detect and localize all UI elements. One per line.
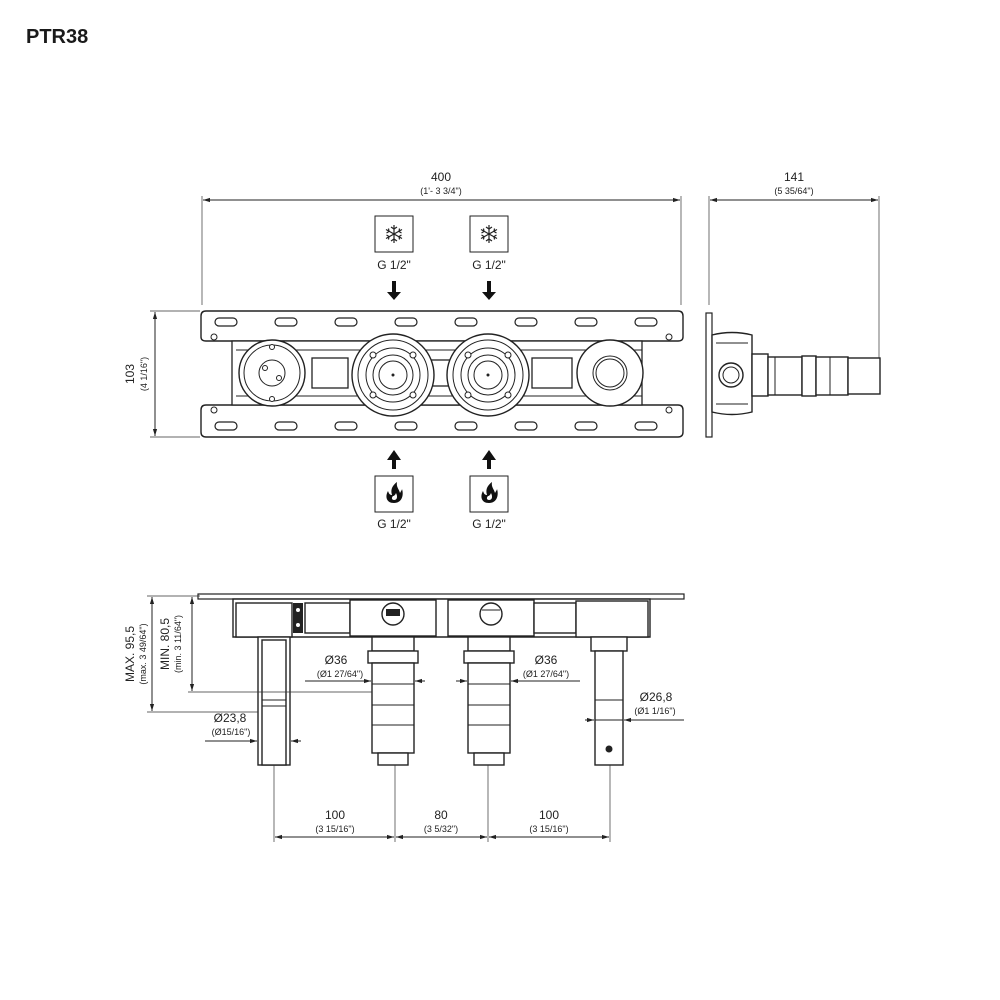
min-depth-imperial: (min. 3 11/64") <box>173 615 183 673</box>
mounting-plate <box>200 310 684 438</box>
spacing-2-value: 80 <box>434 808 448 822</box>
flame-icon <box>386 482 403 503</box>
flame-icon <box>481 482 498 503</box>
drawing-title: PTR38 <box>26 26 89 48</box>
cold-inlet-1-label: G 1/2" <box>377 258 411 272</box>
width-dimension: 400 (1'- 3 3/4") <box>201 170 682 305</box>
dia-36-right-value: Ø36 <box>535 653 558 667</box>
depth-value: 141 <box>784 170 804 184</box>
hot-inlet-1-label: G 1/2" <box>377 517 411 531</box>
side-view <box>705 312 881 438</box>
dia-23-8-value: Ø23,8 <box>214 711 247 725</box>
height-imperial: (4 1/16") <box>139 357 149 391</box>
cold-inlet-1: G 1/2" <box>374 215 414 300</box>
arrow-up-icon <box>482 450 496 469</box>
dia-26-8-value: Ø26,8 <box>640 690 673 704</box>
cold-inlet-2-label: G 1/2" <box>472 258 506 272</box>
dia-36-right-imperial: (Ø1 27/64") <box>523 669 569 679</box>
top-view: 400 (1'- 3 3/4") 141 (5 35/64") 103 (4 1… <box>123 170 880 531</box>
cold-inlet-2: G 1/2" <box>469 215 509 300</box>
left-outlet <box>238 339 306 407</box>
dia-26-8-imperial: (Ø1 1/16") <box>634 706 675 716</box>
valve-2 <box>446 333 530 417</box>
hot-inlet-1: G 1/2" <box>374 450 414 531</box>
arrow-up-icon <box>387 450 401 469</box>
height-dimension: 103 (4 1/16") <box>123 310 200 438</box>
dia-23-8-imperial: (Ø15/16") <box>212 727 251 737</box>
section-view: MAX. 95,5 (max. 3 49/64") MIN. 80,5 (min… <box>123 593 685 842</box>
width-value: 400 <box>431 170 451 184</box>
spacing-3-imperial: (3 15/16") <box>529 824 568 834</box>
min-depth-value: MIN. 80,5 <box>158 618 172 670</box>
max-depth-imperial: (max. 3 49/64") <box>138 623 148 684</box>
depth-imperial: (5 35/64") <box>774 186 813 196</box>
max-depth-value: MAX. 95,5 <box>123 626 137 682</box>
dia-36-left-imperial: (Ø1 27/64") <box>317 669 363 679</box>
spacing-3-value: 100 <box>539 808 559 822</box>
hot-inlet-2: G 1/2" <box>469 450 509 531</box>
valve-1 <box>351 333 435 417</box>
dia-36-left-value: Ø36 <box>325 653 348 667</box>
spacing-2-imperial: (3 5/32") <box>424 824 458 834</box>
hot-inlet-2-label: G 1/2" <box>472 517 506 531</box>
arrow-down-icon <box>387 281 401 300</box>
depth-dimension: 141 (5 35/64") <box>708 170 880 360</box>
arrow-down-icon <box>482 281 496 300</box>
height-value: 103 <box>123 364 137 384</box>
right-outlet <box>576 339 644 407</box>
width-imperial: (1'- 3 3/4") <box>420 186 461 196</box>
spacing-1-imperial: (3 15/16") <box>315 824 354 834</box>
spacing-1-value: 100 <box>325 808 345 822</box>
